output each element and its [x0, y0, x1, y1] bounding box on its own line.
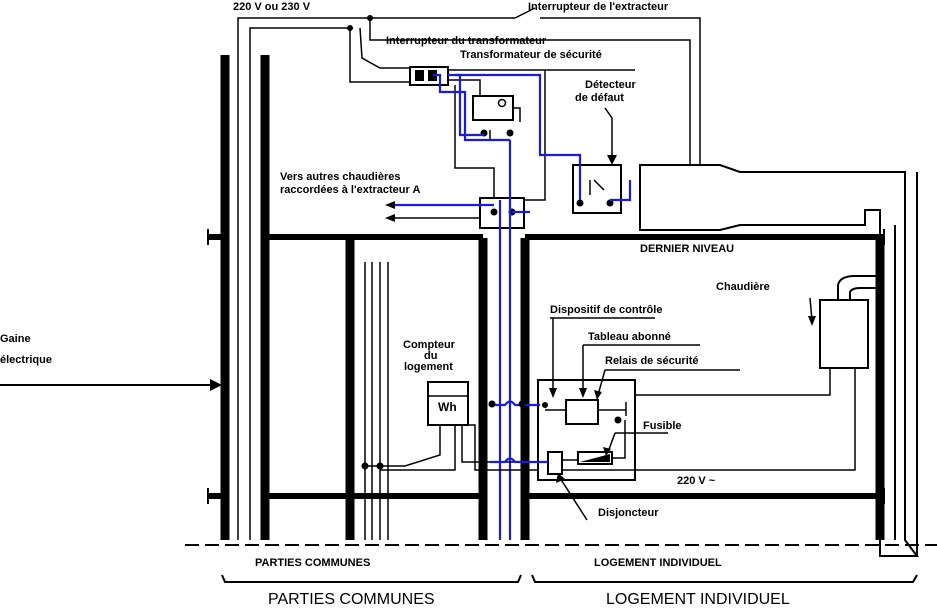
label-fault-detector-1: Détecteur	[585, 79, 636, 91]
label-extractor-switch: Interrupteur de l'extracteur	[528, 1, 669, 13]
label-meter-1: Compteur	[403, 339, 456, 351]
flue-duct	[639, 164, 919, 557]
label-safety-relay: Relais de sécurité	[605, 355, 699, 367]
label-safety-transformer: Transformateur de sécurité	[460, 49, 602, 61]
diagram-labels: 220 V ou 230 V Interrupteur de l'extract…	[0, 1, 790, 608]
label-common-parts-big: PARTIES COMMUNES	[268, 591, 435, 608]
label-shaft-2: électrique	[0, 354, 52, 366]
apartment-equipment	[0, 262, 918, 583]
control-wiring	[395, 73, 632, 540]
label-common-parts-small: PARTIES COMMUNES	[255, 557, 370, 569]
label-subscriber-panel: Tableau abonné	[588, 331, 671, 343]
label-fault-detector-2: de défaut	[575, 92, 624, 104]
label-control-device: Dispositif de contrôle	[550, 304, 662, 316]
label-meter-3: logement	[404, 361, 453, 373]
label-top-level: DERNIER NIVEAU	[640, 243, 734, 255]
label-individual-big: LOGEMENT INDIVIDUEL	[606, 591, 790, 608]
label-other-boilers-2: raccordées à l'extracteur A	[280, 184, 420, 196]
label-shaft-1: Gaine	[0, 333, 31, 345]
label-supply: 220 V ou 230 V	[233, 1, 311, 13]
label-voltage: 220 V ~	[677, 475, 716, 487]
label-breaker: Disjoncteur	[598, 507, 659, 519]
label-boiler: Chaudière	[716, 281, 770, 293]
label-other-boilers-1: Vers autres chaudières	[280, 171, 400, 183]
label-meter-unit: Wh	[438, 400, 457, 414]
label-transformer-switch: Interrupteur du transformateur	[386, 35, 547, 47]
label-fuse: Fusible	[643, 420, 682, 432]
label-meter-2: du	[424, 350, 437, 362]
label-individual-small: LOGEMENT INDIVIDUEL	[594, 557, 722, 569]
